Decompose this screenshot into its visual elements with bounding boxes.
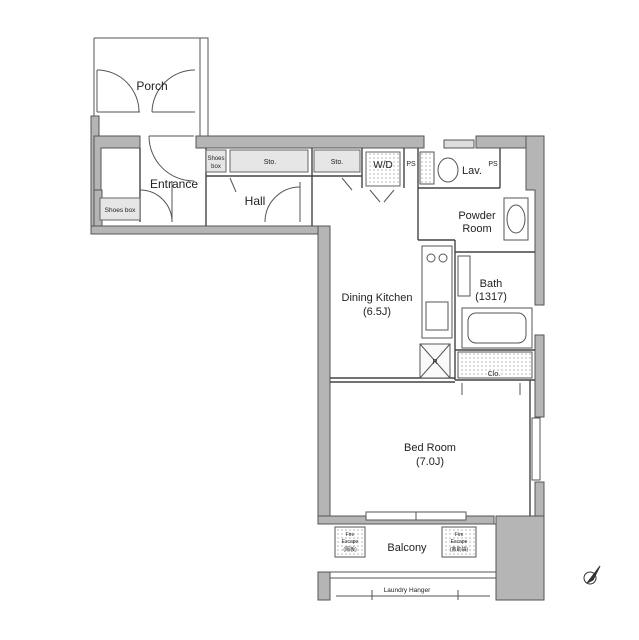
bath-size: (1317) — [475, 291, 507, 303]
fire-escape-1-line-2: Escape — [342, 539, 359, 545]
porch-door — [96, 69, 196, 113]
room-labels: Porch Entrance Hall Shoes box Shoes box … — [105, 79, 507, 594]
dining-kitchen-size: (6.5J) — [363, 306, 391, 318]
kitchen-counter — [419, 245, 453, 379]
ps-2-label: PS — [488, 161, 498, 168]
fire-escape-1-line-1: Fire — [346, 532, 355, 538]
hall-label: Hall — [245, 194, 266, 208]
compass-icon — [583, 565, 601, 585]
lavatory-fixtures — [419, 139, 475, 185]
entrance-door — [139, 135, 195, 223]
washer-dryer-label: W/D — [373, 160, 392, 171]
lavatory-label: Lav. — [462, 165, 482, 177]
bathtub — [457, 255, 533, 349]
closet — [457, 351, 533, 395]
closet-label: Clo. — [488, 371, 501, 378]
outer-walls — [90, 115, 545, 601]
dining-kitchen-label: Dining Kitchen — [342, 292, 413, 304]
ps-1-label: PS — [406, 161, 416, 168]
storage-1-label: Sto. — [264, 159, 277, 166]
balcony-area — [330, 523, 496, 600]
bedroom-window — [365, 417, 541, 521]
storage-2-label: Sto. — [331, 159, 344, 166]
fire-escape-2-line-3: (救助袋) — [450, 546, 469, 553]
hall-door — [229, 177, 353, 223]
fridge-label: R — [432, 359, 437, 366]
porch-label: Porch — [136, 79, 167, 93]
fire-escape-2-line-1: Fire — [455, 532, 464, 538]
bath-label: Bath — [480, 278, 503, 290]
bedroom-size: (7.0J) — [416, 456, 444, 468]
powder-room-label-1: Powder — [458, 210, 496, 222]
balcony-label: Balcony — [387, 542, 427, 554]
powder-room-label-2: Room — [462, 223, 491, 235]
shoes-box-label: Shoes box — [105, 207, 136, 214]
shoes-box-top-label: Shoes — [207, 156, 224, 162]
fire-escape-2-line-2: Escape — [451, 539, 468, 545]
shoes-box-top-label-2: box — [211, 164, 221, 170]
entrance-label: Entrance — [150, 177, 198, 191]
storage-units — [99, 149, 361, 221]
washer-dryer — [365, 151, 401, 203]
fire-escape-1-line-3: (隔板) — [343, 546, 357, 553]
bedroom-label: Bed Room — [404, 442, 456, 454]
laundry-hanger-label: Laundry Hanger — [384, 587, 431, 594]
powder-room-sink — [503, 197, 529, 241]
